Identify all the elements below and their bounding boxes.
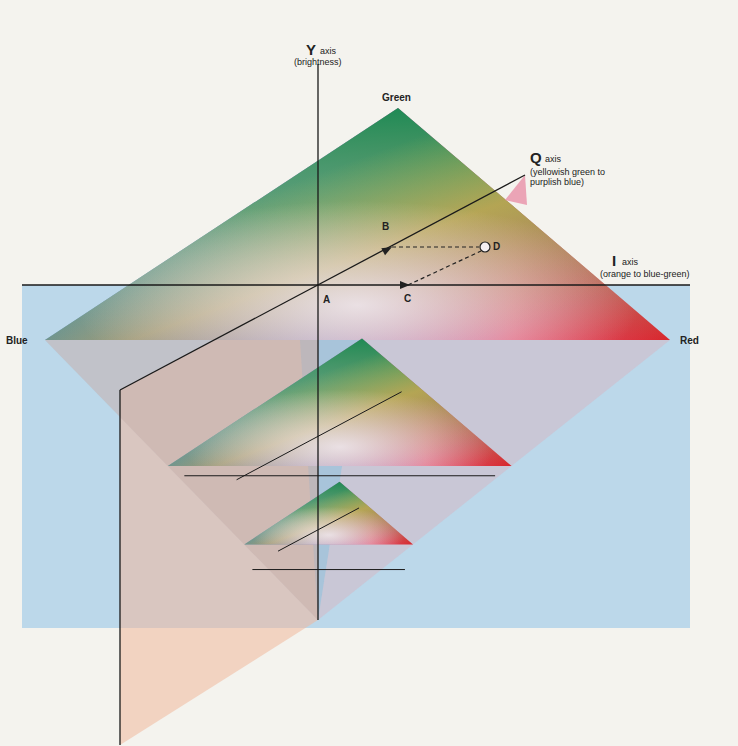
cone-face	[45, 340, 318, 620]
triangle-fill	[168, 338, 512, 466]
color-triangle	[45, 108, 670, 340]
dashed-line	[408, 251, 481, 285]
triangle-fill	[168, 338, 512, 466]
triangle-fill	[45, 108, 670, 340]
arrowhead	[400, 281, 410, 289]
triangles	[45, 108, 670, 570]
arrowhead	[381, 243, 394, 255]
q-axis-section	[237, 392, 402, 480]
color-name: Green	[382, 92, 411, 103]
q-axis	[120, 175, 525, 390]
i-axis	[22, 284, 690, 285]
triangle-fill	[45, 108, 670, 340]
dashed-lines	[392, 247, 481, 285]
q-plane-edge	[119, 390, 120, 745]
dashed-line	[392, 246, 479, 247]
cone	[45, 108, 670, 620]
point-letter: A	[323, 294, 330, 305]
i-axis-section	[252, 569, 405, 570]
triangle-fill	[45, 108, 670, 340]
triangle-fill	[244, 482, 413, 545]
y-axis	[317, 64, 318, 620]
color-triangle	[168, 338, 512, 479]
i-axis-section	[184, 475, 495, 476]
axis-word: axis	[622, 258, 638, 268]
point-letter: B	[382, 221, 389, 232]
axis-letter: I	[612, 253, 616, 270]
color-triangle	[244, 482, 413, 570]
axis-letter: Y	[306, 42, 316, 59]
axis-word: axis	[545, 155, 561, 165]
axis-letter: Q	[530, 150, 542, 167]
triangle-fill	[244, 482, 413, 545]
color-name: Blue	[6, 335, 28, 346]
color-name: Red	[680, 335, 699, 346]
point-letter: C	[404, 293, 411, 304]
triangle-fill	[244, 482, 413, 545]
point-letter: D	[493, 241, 500, 252]
triangle-fill	[168, 338, 512, 466]
axes	[22, 64, 690, 745]
triangle-fill	[244, 482, 413, 545]
triangle-fill	[168, 338, 512, 466]
axis-note: (orange to blue-green)	[600, 270, 690, 280]
axis-note: (yellowish green to purplish blue)	[530, 168, 630, 188]
axis-word: axis	[320, 47, 336, 57]
axis-note: (brightness)	[294, 58, 342, 68]
triangle-fill	[45, 108, 670, 340]
point-d	[480, 242, 490, 252]
